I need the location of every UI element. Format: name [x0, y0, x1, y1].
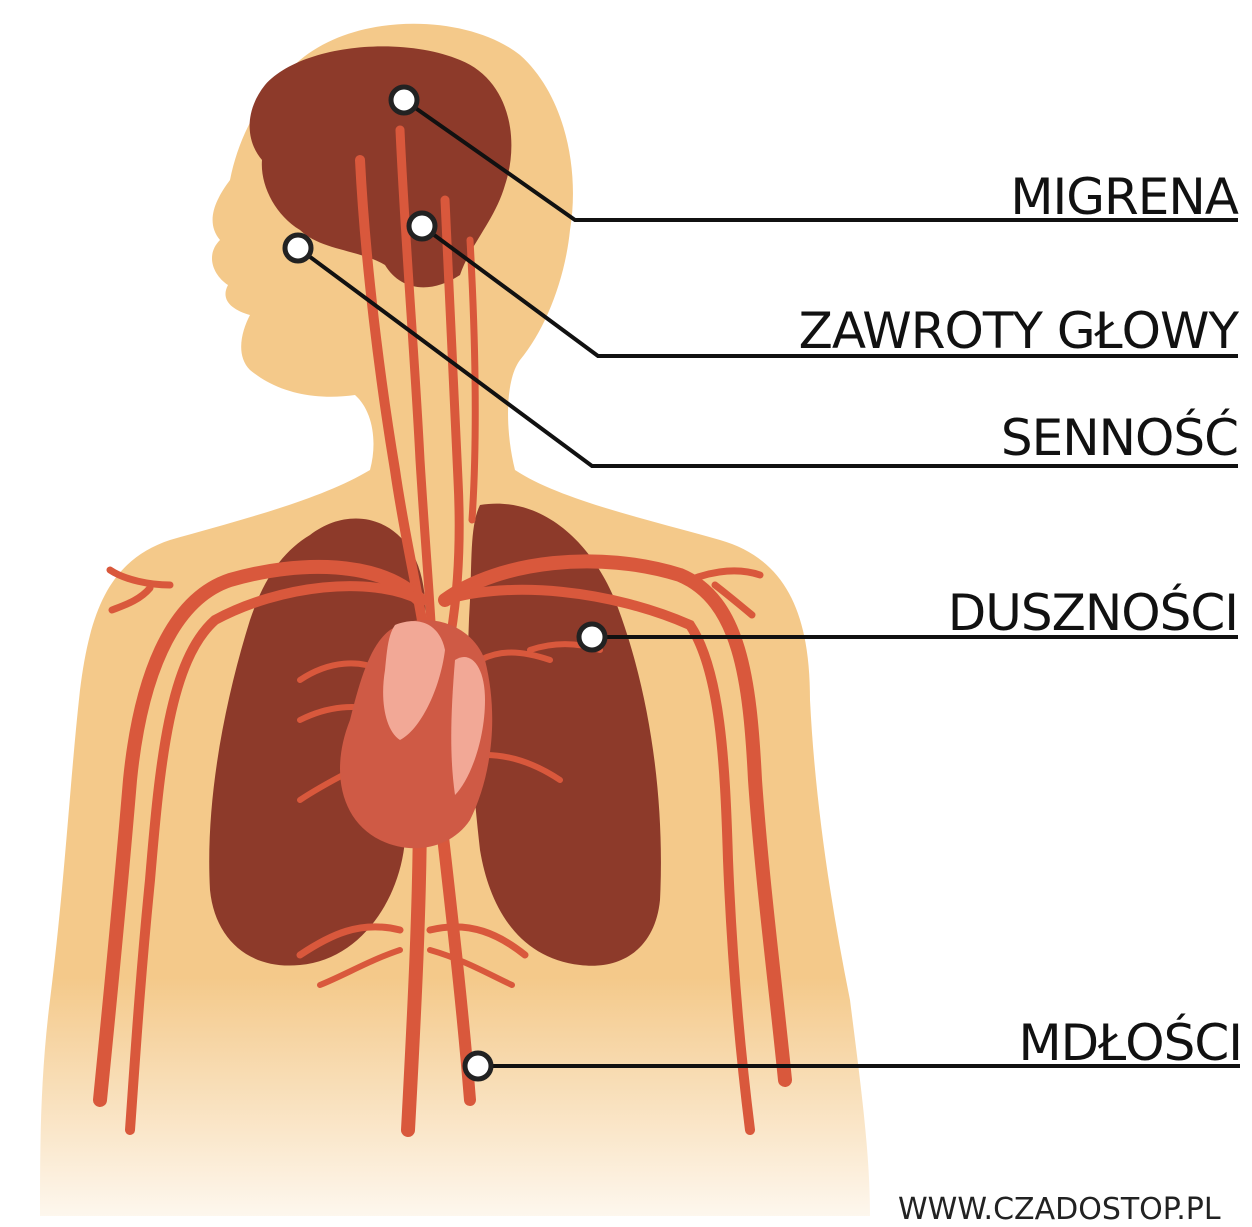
marker-sennosc	[285, 235, 311, 261]
marker-migrena	[391, 87, 417, 113]
symptom-label-zawroty-glowy: ZAWROTY GŁOWY	[799, 306, 1238, 356]
marker-zawroty	[409, 213, 435, 239]
watermark-url: WWW.CZADOSTOP.PL	[898, 1195, 1221, 1225]
symptom-label-dusznosci: DUSZNOŚCI	[948, 588, 1238, 638]
symptom-label-migrena: MIGRENA	[1010, 172, 1238, 222]
marker-dusznosci	[579, 624, 605, 650]
symptom-label-mdlosci: MDŁOŚCI	[1019, 1018, 1243, 1068]
marker-mdlosci	[465, 1053, 491, 1079]
symptom-label-sennosc: SENNOŚĆ	[1001, 413, 1238, 463]
